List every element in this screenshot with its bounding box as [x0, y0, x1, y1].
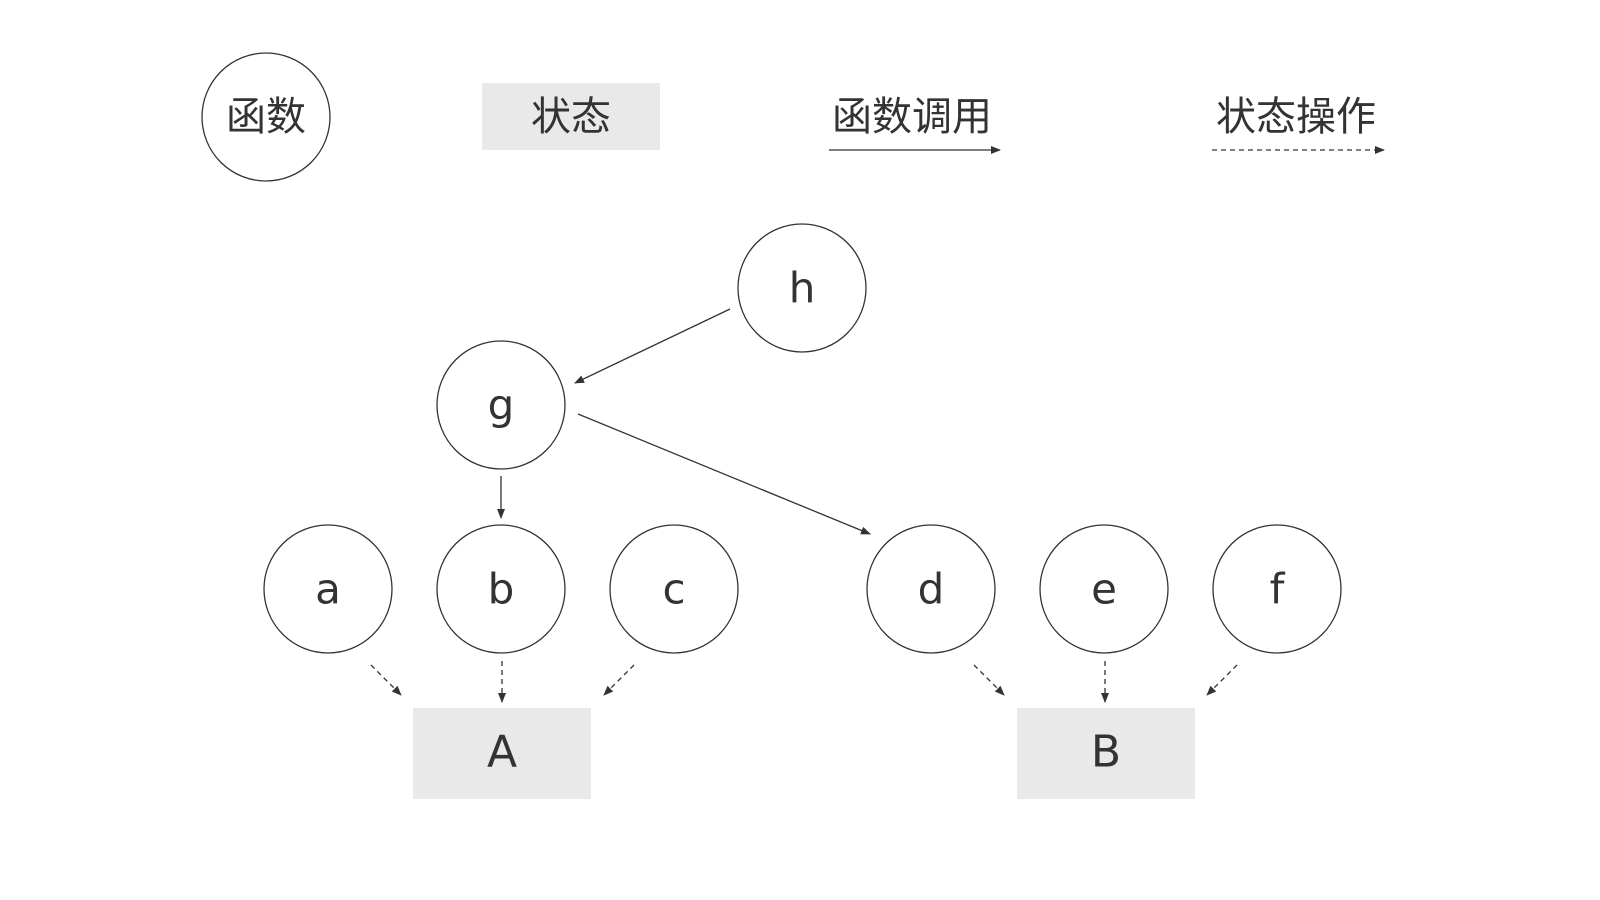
- legend-function: 函数: [201, 52, 331, 182]
- edge-a-to-A: [370, 664, 402, 696]
- state-node-A: A: [413, 708, 591, 799]
- state-node-B: B: [1017, 708, 1195, 799]
- function-node-f: f: [1212, 524, 1342, 654]
- function-circle-d: [866, 524, 996, 654]
- function-node-e: e: [1039, 524, 1169, 654]
- function-node-b: b: [436, 524, 566, 654]
- edge-f-to-B: [1206, 664, 1238, 696]
- edge-c-to-A: [603, 664, 635, 696]
- legend-state-op: 状态操作: [1212, 94, 1385, 154]
- legend-call: 函数调用: [829, 94, 1001, 154]
- function-nodes: h g a b c d e f: [263, 223, 1342, 654]
- call-edges: [497, 308, 871, 535]
- legend-state-label: 状态: [531, 94, 611, 140]
- function-circle-h: [737, 223, 867, 353]
- legend-function-label: 函数: [226, 94, 306, 140]
- function-circle-f: [1212, 524, 1342, 654]
- function-label-d: d: [918, 565, 945, 614]
- legend-state: 状态: [482, 83, 660, 150]
- edge-d-to-B: [973, 664, 1005, 696]
- legend: 函数 状态 函数调用 状态操作: [201, 52, 1385, 182]
- function-label-f: f: [1270, 565, 1286, 614]
- function-label-a: a: [315, 565, 341, 614]
- state-nodes: A B: [413, 708, 1195, 799]
- function-node-a: a: [263, 524, 393, 654]
- state-label-B: B: [1091, 727, 1121, 778]
- function-label-h: h: [789, 264, 816, 313]
- state-label-A: A: [487, 727, 517, 778]
- state-op-edges: [370, 661, 1238, 703]
- function-circle-b: [436, 524, 566, 654]
- legend-call-label: 函数调用: [832, 94, 992, 140]
- function-label-b: b: [488, 565, 515, 614]
- function-circle-g: [436, 340, 566, 470]
- function-circle-a: [263, 524, 393, 654]
- function-circle-e: [1039, 524, 1169, 654]
- function-label-g: g: [488, 381, 515, 430]
- function-node-g: g: [436, 340, 566, 470]
- state-box-A: [413, 708, 591, 799]
- function-circle-c: [609, 524, 739, 654]
- function-label-e: e: [1091, 565, 1117, 614]
- function-label-c: c: [662, 565, 685, 614]
- legend-state-box: [482, 83, 660, 150]
- function-node-c: c: [609, 524, 739, 654]
- function-node-h: h: [737, 223, 867, 353]
- edge-h-to-g: [574, 308, 731, 384]
- legend-function-circle: [201, 52, 331, 182]
- legend-state-op-label: 状态操作: [1216, 94, 1376, 140]
- edge-g-to-d: [577, 413, 871, 535]
- function-node-d: d: [866, 524, 996, 654]
- state-box-B: [1017, 708, 1195, 799]
